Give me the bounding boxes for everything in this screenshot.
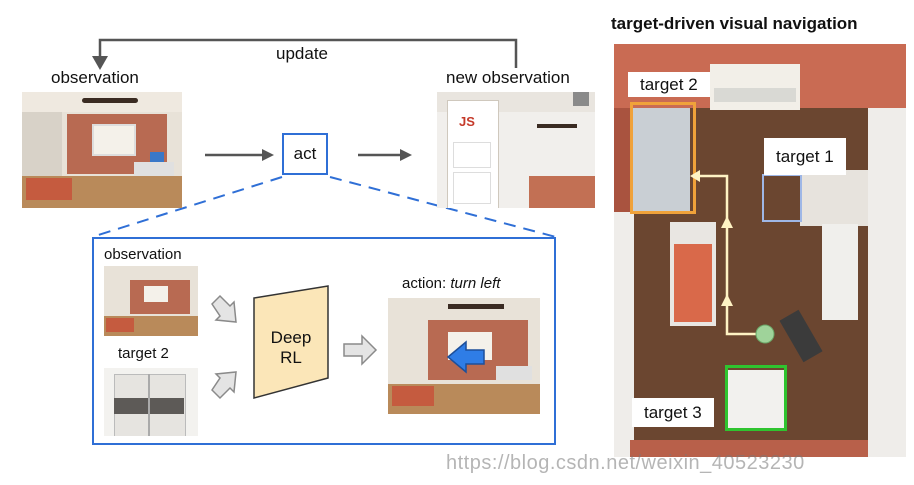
- inset-target-label: target 2: [118, 345, 169, 362]
- target1-label: target 1: [764, 138, 846, 175]
- gray-arrow-icon: [211, 294, 237, 323]
- inset-panel: [92, 237, 556, 445]
- target1-box: [762, 174, 802, 222]
- action-image: [388, 298, 540, 414]
- deep-rl-line1: Deep: [270, 328, 312, 347]
- arrow-right-icon: [400, 149, 412, 161]
- new-observation-image: JS: [437, 92, 595, 208]
- update-arrow-line: [98, 38, 518, 68]
- path-arrowhead: [721, 216, 733, 228]
- observation-image: [22, 92, 182, 208]
- action-label: action: turn left: [402, 275, 500, 292]
- target3-label: target 3: [632, 398, 714, 427]
- arrow-right-icon: [262, 149, 274, 161]
- turn-left-arrow-icon: [446, 340, 485, 374]
- target2-box: [630, 102, 696, 214]
- deep-rl-line2: RL: [280, 348, 302, 367]
- path-arrowhead: [690, 170, 700, 182]
- inset-target-image: [104, 368, 198, 436]
- action-prefix: action:: [402, 275, 451, 292]
- agent-position: [755, 324, 775, 344]
- gray-arrow-icon: [343, 334, 378, 366]
- update-arrow-icon: [92, 56, 108, 70]
- act-box: act: [282, 133, 328, 175]
- door-letters: JS: [459, 114, 475, 129]
- path-arrowhead: [721, 294, 733, 306]
- update-label: update: [276, 44, 328, 63]
- observation-label: observation: [51, 68, 139, 87]
- gray-arrow-icon: [211, 371, 237, 400]
- path-to-target2: [700, 174, 765, 336]
- act-label: act: [293, 144, 317, 163]
- new-observation-label: new observation: [446, 68, 570, 87]
- deep-rl-model: [253, 285, 329, 399]
- target2-label: target 2: [628, 72, 710, 97]
- watermark: https://blog.csdn.net/weixin_40523230: [446, 452, 805, 474]
- deep-rl-label: Deep RL: [254, 328, 328, 368]
- inset-observation-image: [104, 266, 198, 336]
- inset-observation-label: observation: [104, 246, 182, 263]
- target3-box: [725, 365, 787, 431]
- zoom-line-left: [91, 176, 283, 238]
- action-value: turn left: [450, 275, 501, 292]
- map-title: target-driven visual navigation: [611, 14, 858, 33]
